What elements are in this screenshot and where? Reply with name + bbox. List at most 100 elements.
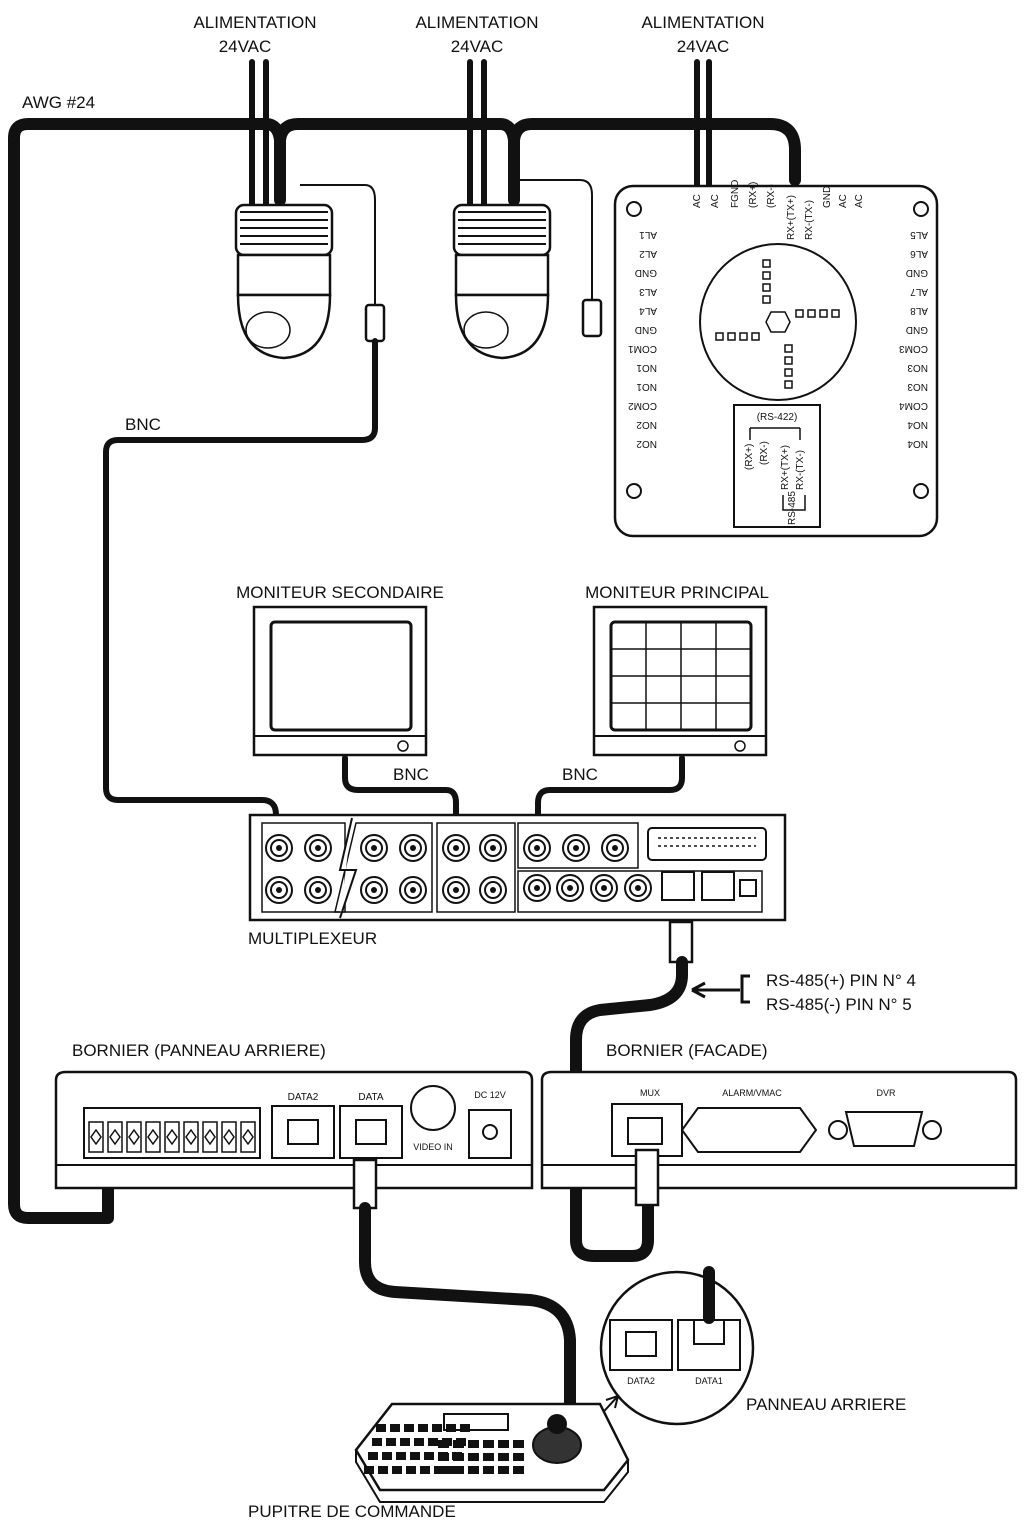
board-left-terminal: AL3 xyxy=(639,286,657,297)
power-label-1: ALIMENTATION 24VAC xyxy=(193,13,316,56)
terminal-screw xyxy=(145,1121,161,1153)
board-top-pin: FGND xyxy=(730,180,741,208)
rs485-minus-label: RS-485(-) PIN N° 5 xyxy=(766,995,912,1014)
bnc-label-camera: BNC xyxy=(125,415,161,434)
board-right-terminal: GND xyxy=(906,324,928,335)
bnc-connector xyxy=(479,876,507,904)
bnc-connector xyxy=(304,876,332,904)
board-left-terminal: NO1 xyxy=(636,381,657,392)
keyboard-key xyxy=(400,1438,410,1446)
keyboard-key xyxy=(446,1424,456,1432)
board-left-terminal: GND xyxy=(635,267,657,278)
board-left-terminal: COM1 xyxy=(628,343,657,354)
bnc-label-secondary: BNC xyxy=(393,765,429,784)
terminal-rear-label: BORNIER (PANNEAU ARRIERE) xyxy=(72,1041,326,1060)
terminal-screw xyxy=(107,1121,123,1153)
board-left-terminal: GND xyxy=(635,324,657,335)
keyboard-key xyxy=(468,1466,479,1474)
keyboard-key xyxy=(406,1466,416,1474)
board-right-terminal: NO4 xyxy=(907,438,928,449)
board-left-terminal: NO2 xyxy=(636,438,657,449)
board-top-pin: AC xyxy=(692,194,703,208)
front-port-alarm: ALARM/VMAC xyxy=(722,1088,782,1098)
bnc-main-monitor-cable xyxy=(535,755,685,841)
awg-label: AWG #24 xyxy=(22,93,95,112)
keyboard-key xyxy=(468,1440,479,1448)
rear-terminal-blocks xyxy=(88,1121,256,1153)
keyboard-key xyxy=(368,1452,378,1460)
monitor-secondary-label: MONITEUR SECONDAIRE xyxy=(236,583,444,602)
keyboard-key xyxy=(378,1466,388,1474)
front-rj-plug xyxy=(634,1148,660,1207)
board-top-pin: RX-(TX-) xyxy=(804,200,815,240)
board-top-pin: (RX+) xyxy=(748,182,759,208)
bnc-camera-to-mux-cable xyxy=(103,338,378,843)
awg-data-cable xyxy=(8,118,801,1224)
keyboard-key xyxy=(372,1438,382,1446)
multiplexer-label: MULTIPLEXEUR xyxy=(248,929,377,948)
keyboard-key xyxy=(483,1440,494,1448)
multiplexer xyxy=(248,813,787,922)
terminal-rear-panel: DATA2 DATA VIDEO IN DC 12V xyxy=(54,1070,534,1190)
board-left-terminal: AL4 xyxy=(639,305,657,316)
keyboard-key xyxy=(460,1424,470,1432)
bnc-connector xyxy=(523,874,551,902)
board-left-terminal: COM2 xyxy=(628,400,657,411)
terminal-screw xyxy=(164,1121,180,1153)
inset-port-data2: DATA2 xyxy=(627,1376,655,1386)
rear-port-dc12v: DC 12V xyxy=(474,1090,506,1100)
board-left-terminal: AL2 xyxy=(639,248,657,259)
board-proto-rx-minus: (RX-) xyxy=(759,441,770,465)
bnc-connector xyxy=(265,834,293,862)
keyboard-key xyxy=(513,1453,524,1461)
terminal-front-panel: MUX ALARM/VMAC DVR xyxy=(540,1070,1018,1190)
inset-port-data1: DATA1 xyxy=(695,1376,723,1386)
camera-1-bnc-lead xyxy=(300,184,376,305)
keyboard-key xyxy=(428,1438,438,1446)
power-cords xyxy=(249,59,712,208)
board-right-terminal: NO3 xyxy=(907,362,928,373)
keyboard-key xyxy=(438,1466,449,1474)
bnc-connector xyxy=(601,834,629,862)
bnc-connector xyxy=(479,834,507,862)
bnc-label-main: BNC xyxy=(562,765,598,784)
keyboard-key xyxy=(513,1466,524,1474)
keyboard-key xyxy=(498,1440,509,1448)
front-port-dvr: DVR xyxy=(876,1088,896,1098)
bnc-connector xyxy=(304,834,332,862)
board-right-terminal: COM4 xyxy=(899,400,928,411)
keyboard-key xyxy=(483,1453,494,1461)
control-keyboard xyxy=(354,1402,630,1503)
power-label-1-line2: 24VAC xyxy=(219,37,272,56)
keyboard-key xyxy=(418,1424,428,1432)
board-top-pin: GND xyxy=(822,186,833,208)
terminal-screw xyxy=(202,1121,218,1153)
keyboard-key xyxy=(424,1452,434,1460)
bnc-secondary-monitor-cable xyxy=(342,755,459,841)
rear-port-data2: DATA2 xyxy=(288,1092,319,1103)
power-label-1-line1: ALIMENTATION xyxy=(193,13,316,32)
keyboard-key xyxy=(513,1440,524,1448)
keyboard-key xyxy=(410,1452,420,1460)
keyboard-key xyxy=(432,1424,442,1432)
front-port-mux: MUX xyxy=(640,1088,660,1098)
power-label-3-line1: ALIMENTATION xyxy=(641,13,764,32)
board-top-pin: (RX-) xyxy=(766,184,777,208)
bnc-connector xyxy=(523,834,551,862)
rear-rj-plug xyxy=(352,1158,378,1210)
control-desk-label: PUPITRE DE COMMANDE xyxy=(248,1502,456,1521)
bnc-connector xyxy=(265,876,293,904)
board-rs422-label: (RS-422) xyxy=(757,412,798,423)
board-left-terminal: NO1 xyxy=(636,362,657,373)
keyboard-data-cable xyxy=(359,1202,576,1421)
keyboard-key xyxy=(420,1466,430,1474)
power-label-2-line2: 24VAC xyxy=(451,37,504,56)
monitor-main: MONITEUR PRINCIPAL xyxy=(585,583,769,757)
rs485-plus-label: RS-485(+) PIN N° 4 xyxy=(766,971,916,990)
terminal-screw xyxy=(221,1121,237,1153)
bnc-connector xyxy=(360,834,388,862)
bnc-connector xyxy=(442,876,470,904)
keyboard-key xyxy=(498,1466,509,1474)
